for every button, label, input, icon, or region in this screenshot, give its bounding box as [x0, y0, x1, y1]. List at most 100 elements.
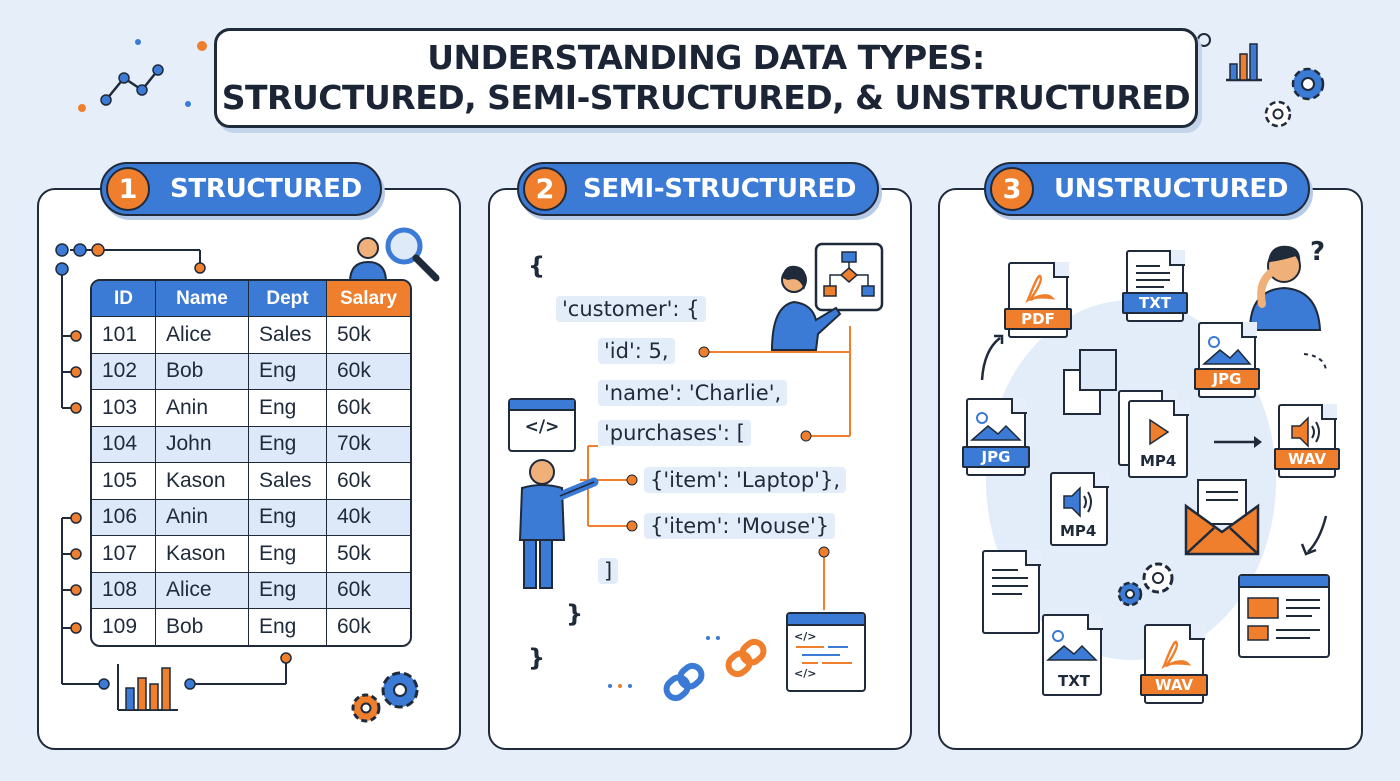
- cell-salary: 60k: [337, 615, 371, 639]
- txt-image-file-icon: TXT: [1042, 613, 1103, 696]
- table-header-row: ID Name Dept Salary: [92, 281, 410, 317]
- mp4-audio-label: MP4: [1060, 522, 1097, 540]
- cell-salary: 50k: [337, 322, 371, 346]
- jpg-file-icon-blue: JPG: [962, 397, 1030, 476]
- mp4-file-icon: MP4: [1128, 399, 1189, 478]
- stacked-pages-icon: [1063, 349, 1117, 415]
- json-open-brace: {: [528, 252, 546, 280]
- person-magnifier-icon: [348, 227, 440, 283]
- table-row: 103 Anin Eng 60k: [92, 390, 410, 427]
- tag-number-2: 2: [523, 167, 567, 211]
- gears-icon: [351, 671, 419, 723]
- bar-chart-icon: [117, 664, 178, 711]
- json-close-bracket: ]: [598, 558, 619, 584]
- cell-dept: Eng: [249, 353, 327, 389]
- header-id: ID: [92, 281, 156, 316]
- file-connectors: [980, 334, 1328, 556]
- chain-link-icons: [608, 636, 767, 702]
- title-line-2: STRUCTURED, SEMI-STRUCTURED, & UNSTRUCTU…: [221, 78, 1191, 117]
- cell-name: Kason: [156, 536, 249, 572]
- document-file-icon: [982, 549, 1041, 634]
- json-name-line: 'name': 'Charlie',: [598, 380, 788, 406]
- mp4-audio-file-icon: MP4: [1050, 471, 1109, 546]
- cell-salary: 60k: [337, 468, 371, 492]
- table-row: 104 John Eng 70k: [92, 426, 410, 463]
- table-row: 108 Alice Eng 60k: [92, 572, 410, 609]
- cell-id: 106: [92, 499, 156, 535]
- table-row: 102 Bob Eng 60k: [92, 353, 410, 390]
- tag-structured: 1 STRUCTURED: [100, 162, 382, 216]
- cell-id: 103: [92, 390, 156, 426]
- mp4-label: MP4: [1140, 452, 1177, 470]
- envelope-icon: [1184, 479, 1260, 556]
- txt-image-label: TXT: [1058, 672, 1091, 690]
- header-dept: Dept: [249, 281, 327, 316]
- data-table: ID Name Dept Salary 101 Alice Sales 50k …: [90, 279, 412, 647]
- wav-bottom-label: WAV: [1140, 674, 1208, 696]
- cell-dept: Sales: [249, 463, 327, 499]
- header-name: Name: [156, 281, 249, 316]
- table-row: 109 Bob Eng 60k: [92, 609, 410, 645]
- cell-salary: 40k: [337, 505, 371, 529]
- table-row: 106 Anin Eng 40k: [92, 499, 410, 536]
- table-row: 107 Kason Eng 50k: [92, 536, 410, 573]
- person-pointing-left-icon: [518, 459, 599, 589]
- cell-dept: Eng: [249, 499, 327, 535]
- cell-id: 104: [92, 426, 156, 462]
- code-glyph-bottom: </>: [794, 667, 817, 680]
- pdf-label: PDF: [1004, 308, 1072, 330]
- cell-id: 107: [92, 536, 156, 572]
- cell-salary: 60k: [337, 395, 371, 419]
- cell-name: Bob: [156, 609, 249, 645]
- code-window-left: </>: [508, 398, 576, 452]
- cell-salary: 50k: [337, 541, 371, 565]
- cell-dept: Eng: [249, 536, 327, 572]
- cell-dept: Eng: [249, 609, 327, 645]
- chart-gear-doodle-right: [1197, 33, 1325, 128]
- json-item-laptop: {'item': 'Laptop'},: [644, 467, 846, 493]
- txt-file-icon: TXT: [1122, 249, 1188, 322]
- jpg-label-orange: JPG: [1194, 368, 1260, 390]
- txt-label: TXT: [1122, 292, 1188, 314]
- json-connectors: [580, 326, 851, 610]
- code-glyph-top: </>: [794, 630, 817, 643]
- tag-semi-structured: 2 SEMI-STRUCTURED: [517, 162, 879, 216]
- cell-dept: Sales: [249, 317, 327, 353]
- tag-unstructured: 3 UNSTRUCTURED: [984, 162, 1310, 216]
- title-box: UNDERSTANDING DATA TYPES: STRUCTURED, SE…: [214, 28, 1198, 128]
- chart-doodle-left: [78, 39, 207, 112]
- tag-number-3: 3: [990, 167, 1034, 211]
- wav-pdf-file-icon: WAV: [1140, 623, 1208, 704]
- cell-salary: 60k: [337, 359, 371, 383]
- cell-salary: 70k: [337, 432, 371, 456]
- cell-dept: Eng: [249, 572, 327, 608]
- header-salary: Salary: [327, 281, 410, 316]
- json-item-mouse: {'item': 'Mouse'}: [644, 513, 836, 539]
- pdf-file-icon: PDF: [1004, 261, 1072, 338]
- jpg-file-icon: JPG: [1194, 321, 1260, 398]
- table-connectors: [55, 243, 292, 690]
- cell-name: Anin: [156, 499, 249, 535]
- question-mark: ?: [1310, 237, 1325, 267]
- cell-id: 105: [92, 463, 156, 499]
- tag-label-semi-structured: SEMI-STRUCTURED: [583, 174, 857, 204]
- person-flowchart-icon: [770, 242, 884, 351]
- cell-name: John: [156, 426, 249, 462]
- table-row: 105 Kason Sales 60k: [92, 463, 410, 500]
- wav-file-icon: WAV: [1274, 403, 1340, 478]
- json-purchases-line: 'purchases': [: [598, 420, 751, 446]
- cell-id: 108: [92, 572, 156, 608]
- browser-window-icon: [1238, 574, 1330, 658]
- cell-salary: 60k: [337, 578, 371, 602]
- title-line-1: UNDERSTANDING DATA TYPES:: [427, 38, 985, 77]
- json-close-inner-brace: }: [566, 600, 584, 628]
- tag-label-unstructured: UNSTRUCTURED: [1054, 174, 1289, 204]
- json-customer-line: 'customer': {: [556, 296, 706, 322]
- cell-id: 109: [92, 609, 156, 645]
- cell-id: 102: [92, 353, 156, 389]
- cell-id: 101: [92, 317, 156, 353]
- tag-number-1: 1: [106, 167, 150, 211]
- cell-name: Alice: [156, 572, 249, 608]
- cell-name: Anin: [156, 390, 249, 426]
- tag-label-structured: STRUCTURED: [170, 174, 362, 204]
